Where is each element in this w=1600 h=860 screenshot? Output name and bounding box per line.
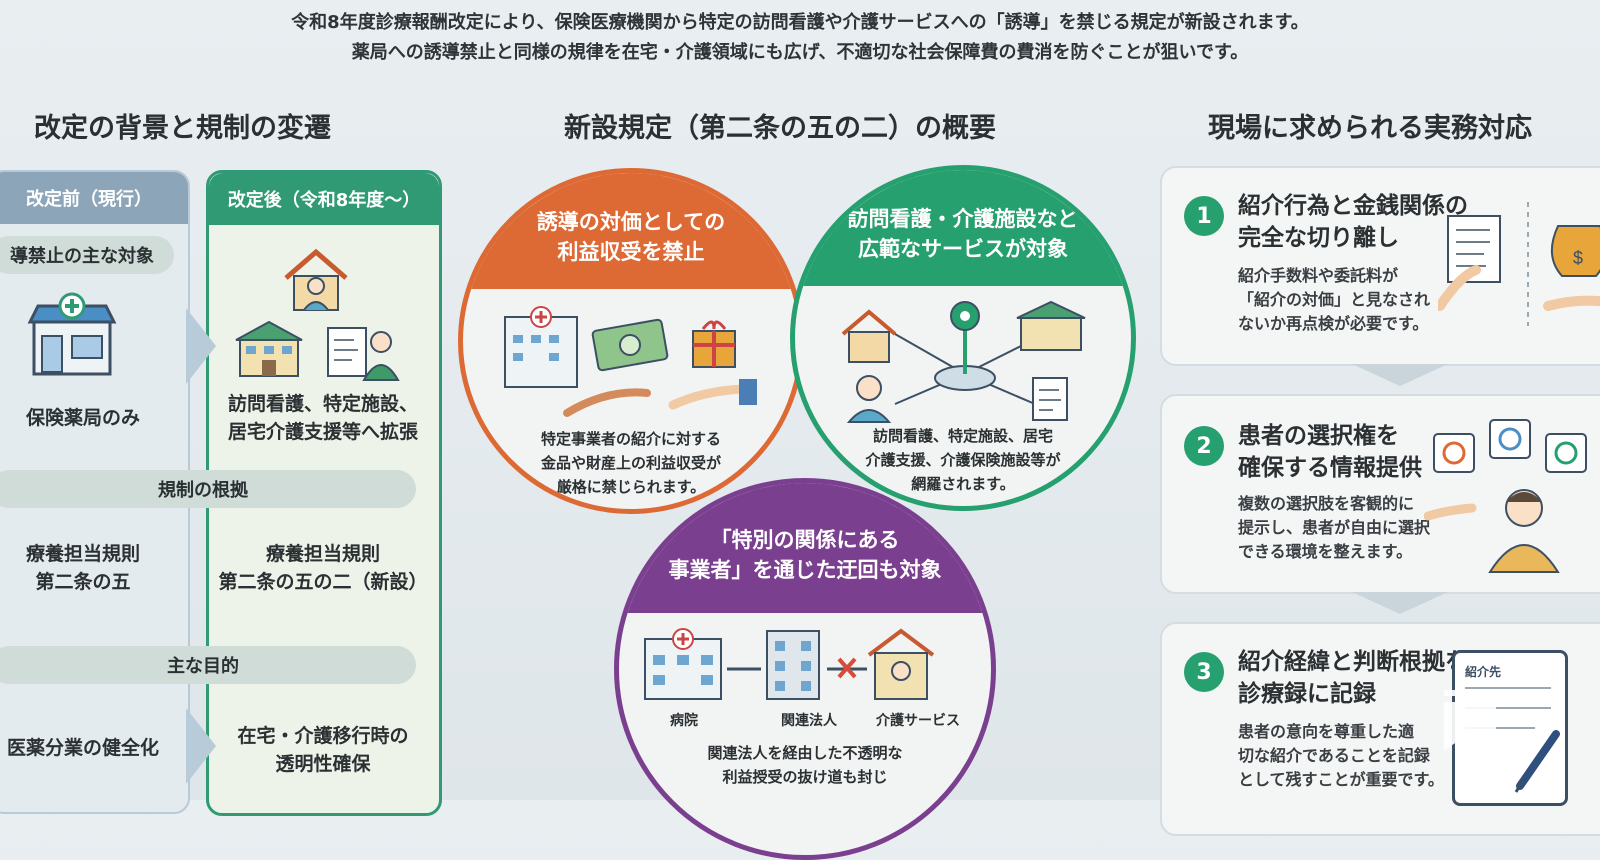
purple-description: 関連法人を経由した不透明な 利益授受の抜け道も封じ bbox=[707, 744, 903, 786]
before-after-arrow-1 bbox=[186, 308, 216, 384]
money-gift-icon bbox=[504, 306, 757, 417]
left-section-title: 改定の背景と規制の変遷 bbox=[34, 113, 331, 144]
after-purpose-text: 在宅・介護移行時の 透明性確保 bbox=[237, 725, 409, 775]
care-manager-icon bbox=[327, 327, 400, 381]
before-target-text: 保険薬局のみ bbox=[25, 407, 140, 429]
purpose-pill: 主な目的 bbox=[0, 646, 416, 684]
step-number-1: 1 bbox=[1184, 196, 1224, 236]
card-3-body: 患者の意向を尊重した適 切な紹介であることを記録 として残すことが重要です。 bbox=[1238, 722, 1444, 789]
right-section-title: 現場に求められる実務対応 bbox=[1208, 113, 1532, 144]
card-arrow-2 bbox=[1352, 592, 1448, 614]
step-number-3: 3 bbox=[1184, 652, 1224, 692]
before-purpose-text: 医薬分業の健全化 bbox=[6, 737, 159, 759]
before-header: 改定前（現行） bbox=[0, 172, 188, 224]
action-card-3: 3 紹介経緯と判断根拠を 診療録に記録 患者の意向を尊重した適 切な紹介であるこ… bbox=[1160, 622, 1600, 836]
service-scope-circle: 訪問看護・介護施設など 広範なサービスが対象 訪問看護、特定施設、居宅 介護支援… bbox=[790, 165, 1136, 511]
bookmark-icon[interactable] bbox=[1442, 688, 1498, 752]
facility-icon bbox=[235, 320, 303, 377]
center-section-title: 新設規定（第二条の五の二）の概要 bbox=[564, 113, 996, 144]
card-2-body: 複数の選択肢を客観的に 提示し、患者が自由に選択 できる環境を整えます。 bbox=[1238, 494, 1431, 561]
after-target-text: 訪問看護、特定施設、 居宅介護支援等へ拡張 bbox=[227, 393, 418, 443]
pharmacy-icon bbox=[27, 292, 117, 376]
intro-line-1: 令和8年度診療報酬改定により、保険医療機関から特定の訪問看護や介護サービスへの「… bbox=[291, 12, 1309, 33]
home-care-icon bbox=[284, 248, 348, 311]
svg-text:$: $ bbox=[1573, 248, 1583, 268]
step-number-2: 2 bbox=[1184, 426, 1224, 466]
hospital-label: 病院 bbox=[670, 713, 698, 729]
benefit-prohibition-circle: 誘導の対価としての 利益収受を禁止 特定事業者の紹介に対する 金品や財産上の利益… bbox=[458, 168, 804, 514]
green-description: 訪問看護、特定施設、居宅 介護支援、介護保険施設等が 網羅されます。 bbox=[865, 427, 1061, 493]
after-header: 改定後（令和8年度〜） bbox=[209, 173, 439, 225]
before-basis-text: 療養担当規則 第二条の五 bbox=[25, 543, 140, 593]
before-after-arrow-2 bbox=[186, 708, 216, 784]
detour-route-icon bbox=[644, 628, 935, 700]
orange-caption: 誘導の対価としての 利益収受を禁止 bbox=[463, 173, 799, 289]
document-money-icon: $ bbox=[1438, 202, 1600, 326]
referral-form-label: 紹介先 bbox=[1465, 665, 1502, 679]
card-2-title: 患者の選択権を 確保する情報提供 bbox=[1238, 423, 1422, 481]
service-network-icon bbox=[841, 300, 1086, 423]
related-corp-label: 関連法人 bbox=[781, 713, 837, 729]
target-pill: 導禁止の主な対象 bbox=[0, 236, 174, 274]
intro-line-2: 薬局への誘導禁止と同様の規律を在宅・介護領域にも広げ、不適切な社会保障費の費消を… bbox=[351, 42, 1249, 63]
pen-icon bbox=[1514, 730, 1560, 793]
action-card-2: 2 患者の選択権を 確保する情報提供 複数の選択肢を客観的に 提示し、患者が自由… bbox=[1160, 394, 1600, 594]
after-basis-text: 療養担当規則 第二条の五の二（新設） bbox=[218, 543, 428, 593]
card-3-title: 紹介経緯と判断根拠を 診療録に記録 bbox=[1238, 649, 1468, 707]
choice-options-icon bbox=[1424, 419, 1587, 573]
basis-pill: 規制の根拠 bbox=[0, 470, 416, 508]
card-arrow-1 bbox=[1352, 364, 1448, 386]
green-caption: 訪問看護・介護施設など 広範なサービスが対象 bbox=[795, 170, 1131, 286]
special-relation-circle: 「特別の関係にある 事業者」を通じた迂回も対象 病院 関連法人 介護サービス 関… bbox=[614, 478, 996, 860]
purple-caption: 「特別の関係にある 事業者」を通じた迂回も対象 bbox=[619, 483, 991, 613]
card-1-body: 紹介手数料や委託料が 「紹介の対価」と見なされ ないか再点検が必要です。 bbox=[1238, 266, 1431, 333]
action-card-1: 1 紹介行為と金銭関係の 完全な切り離し 紹介手数料や委託料が 「紹介の対価」と… bbox=[1160, 166, 1600, 366]
card-1-title: 紹介行為と金銭関係の 完全な切り離し bbox=[1238, 193, 1468, 251]
care-service-label: 介護サービス bbox=[876, 713, 960, 729]
